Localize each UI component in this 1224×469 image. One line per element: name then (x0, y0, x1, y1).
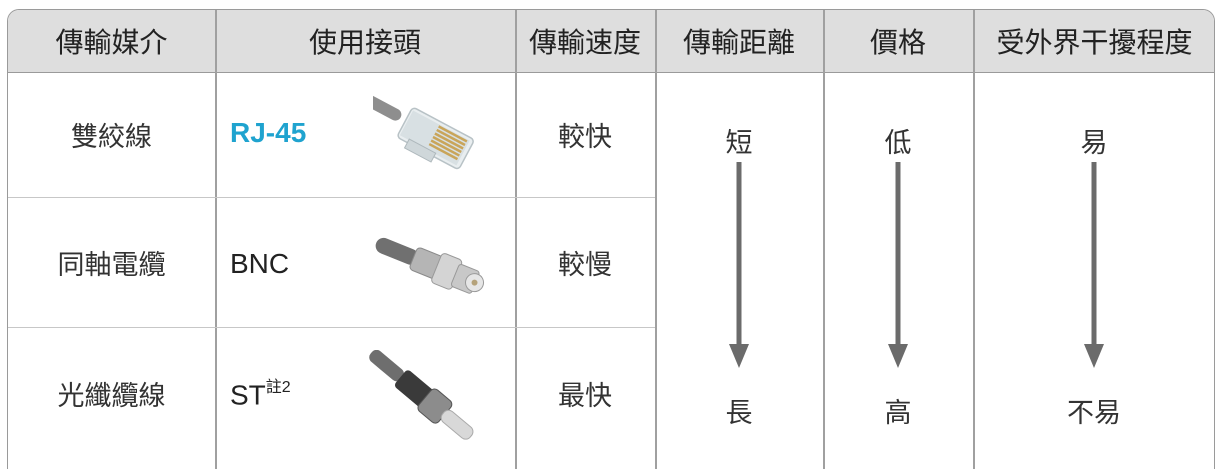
speed-twisted-pair: 較快 (558, 122, 612, 153)
column-divider (215, 10, 217, 469)
connector-rj45-label: RJ-45 (230, 117, 307, 148)
table-header (8, 10, 1214, 73)
column-divider (515, 10, 517, 469)
footnote-mark: 註2 (265, 379, 291, 396)
distance-short-label: 短 (725, 128, 753, 159)
down-arrow-icon (727, 162, 751, 370)
interference-hard-label: 不易 (1067, 398, 1121, 429)
distance-long-label: 長 (725, 398, 753, 429)
interference-easy-label: 易 (1080, 128, 1108, 159)
medium-coaxial: 同軸電纜 (57, 249, 166, 281)
row-divider (8, 327, 655, 328)
price-low-label: 低 (884, 128, 912, 159)
header-distance: 傳輸距離 (682, 26, 795, 59)
speed-fiber: 最快 (558, 381, 612, 412)
header-speed: 傳輸速度 (528, 26, 641, 59)
st-fiber-connector-icon (363, 350, 488, 450)
down-arrow-icon (1082, 162, 1106, 370)
column-divider (655, 10, 657, 469)
header-connector: 使用接頭 (308, 26, 421, 59)
column-divider (973, 10, 975, 469)
bnc-connector-icon (375, 235, 485, 305)
header-interference: 受外界干擾程度 (996, 26, 1193, 59)
connector-st-label: ST註2 (230, 379, 291, 411)
row-divider (8, 197, 655, 198)
header-medium: 傳輸媒介 (55, 26, 168, 59)
medium-fiber: 光纖纜線 (57, 381, 166, 412)
down-arrow-icon (886, 162, 910, 370)
connector-bnc-label: BNC (230, 248, 290, 279)
header-price: 價格 (869, 26, 926, 59)
speed-coaxial: 較慢 (558, 249, 612, 281)
column-divider (823, 10, 825, 469)
medium-twisted-pair: 雙絞線 (71, 122, 152, 153)
price-high-label: 高 (884, 398, 912, 429)
rj45-plug-icon (373, 92, 488, 187)
comparison-table: 傳輸媒介 使用接頭 傳輸速度 傳輸距離 價格 受外界干擾程度 雙絞線 RJ-45 (7, 9, 1215, 469)
